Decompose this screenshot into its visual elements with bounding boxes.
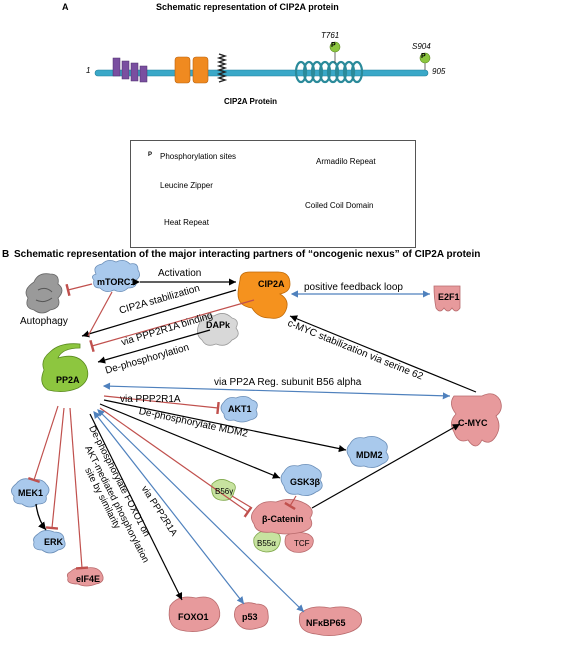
site-s904-label: S904 xyxy=(412,42,431,51)
node-gsk3b: GSK3β xyxy=(290,477,321,487)
edge-label-via-ppp2r1a: via PPP2R1A xyxy=(120,394,181,405)
edges xyxy=(27,278,477,613)
dapk-shape xyxy=(197,313,239,346)
heat-repeats xyxy=(174,56,209,84)
mdm2-shape xyxy=(346,436,389,468)
legend-p-glyph: P xyxy=(148,152,153,158)
node-cmyc: C-MYC xyxy=(458,418,488,428)
pp2a-shape xyxy=(41,343,89,392)
node-b55a: B55α xyxy=(257,539,276,548)
legend-coiled-label: Coiled Coil Domain xyxy=(305,201,374,210)
node-autophagy: Autophagy xyxy=(20,316,68,327)
node-cip2a: CIP2A xyxy=(258,279,285,289)
protein-label: CIP2A Protein xyxy=(224,97,278,106)
edge-label-activation: Activation xyxy=(158,268,202,279)
nfkb-shape xyxy=(298,606,363,636)
legend-phospho-label: Phosphorylation sites xyxy=(160,152,237,161)
panel-a-title: Schematic representation of CIP2A protei… xyxy=(156,2,339,12)
panel-b-title: Schematic representation of the major in… xyxy=(14,249,481,260)
e2f1-shape xyxy=(433,285,461,312)
node-mek1: MEK1 xyxy=(18,488,44,498)
node-mdm2: MDM2 xyxy=(356,450,383,460)
node-mtorc1: mTORC1 xyxy=(97,277,136,287)
edge-label-via-b56: via PP2A Reg. subunit B56 alpha xyxy=(214,377,362,388)
coiled-coil-domain xyxy=(294,60,364,84)
p-glyph-2: P xyxy=(421,53,426,60)
cip2a-shape xyxy=(237,271,291,319)
autophagy-shape xyxy=(25,273,63,314)
node-b56g: B56γ xyxy=(215,487,234,496)
node-p53: p53 xyxy=(242,612,258,622)
node-foxo1: FOXO1 xyxy=(178,612,209,622)
leucine-zipper xyxy=(216,53,228,83)
site-t761-label: T761 xyxy=(321,31,340,40)
node-bcatenin: β-Catenin xyxy=(262,514,304,524)
end-residue-label: 905 xyxy=(432,67,446,76)
erk-shape xyxy=(33,530,66,554)
start-residue-label: 1 xyxy=(86,66,91,75)
legend-heat-label: Heat Repeat xyxy=(164,218,209,227)
node-erk: ERK xyxy=(44,537,64,547)
node-e2f1: E2F1 xyxy=(438,292,460,302)
node-nfkb: NFκBP65 xyxy=(306,618,346,628)
panel-a-letter: A xyxy=(62,2,69,12)
node-pp2a: PP2A xyxy=(56,375,80,385)
legend-box: P Phosphorylation sites Armadilo Repeat … xyxy=(130,140,416,248)
legend-armadillo-label: Armadilo Repeat xyxy=(316,157,376,166)
node-dapk: DAPk xyxy=(206,320,231,330)
node-akt1: AKT1 xyxy=(228,404,252,414)
edge-label-feedback: positive feedback loop xyxy=(304,282,403,293)
node-tcf: TCF xyxy=(294,539,310,548)
panel-b-letter: B xyxy=(2,249,10,260)
cmyc-shape xyxy=(451,393,502,447)
armadillo-repeats xyxy=(112,57,148,83)
p-glyph-1: P xyxy=(331,42,336,49)
phospho-site-t761 xyxy=(329,41,341,53)
node-eif4e: eIF4E xyxy=(76,574,101,584)
phospho-site-s904 xyxy=(419,52,431,64)
legend-leucine-label: Leucine Zipper xyxy=(160,181,213,190)
